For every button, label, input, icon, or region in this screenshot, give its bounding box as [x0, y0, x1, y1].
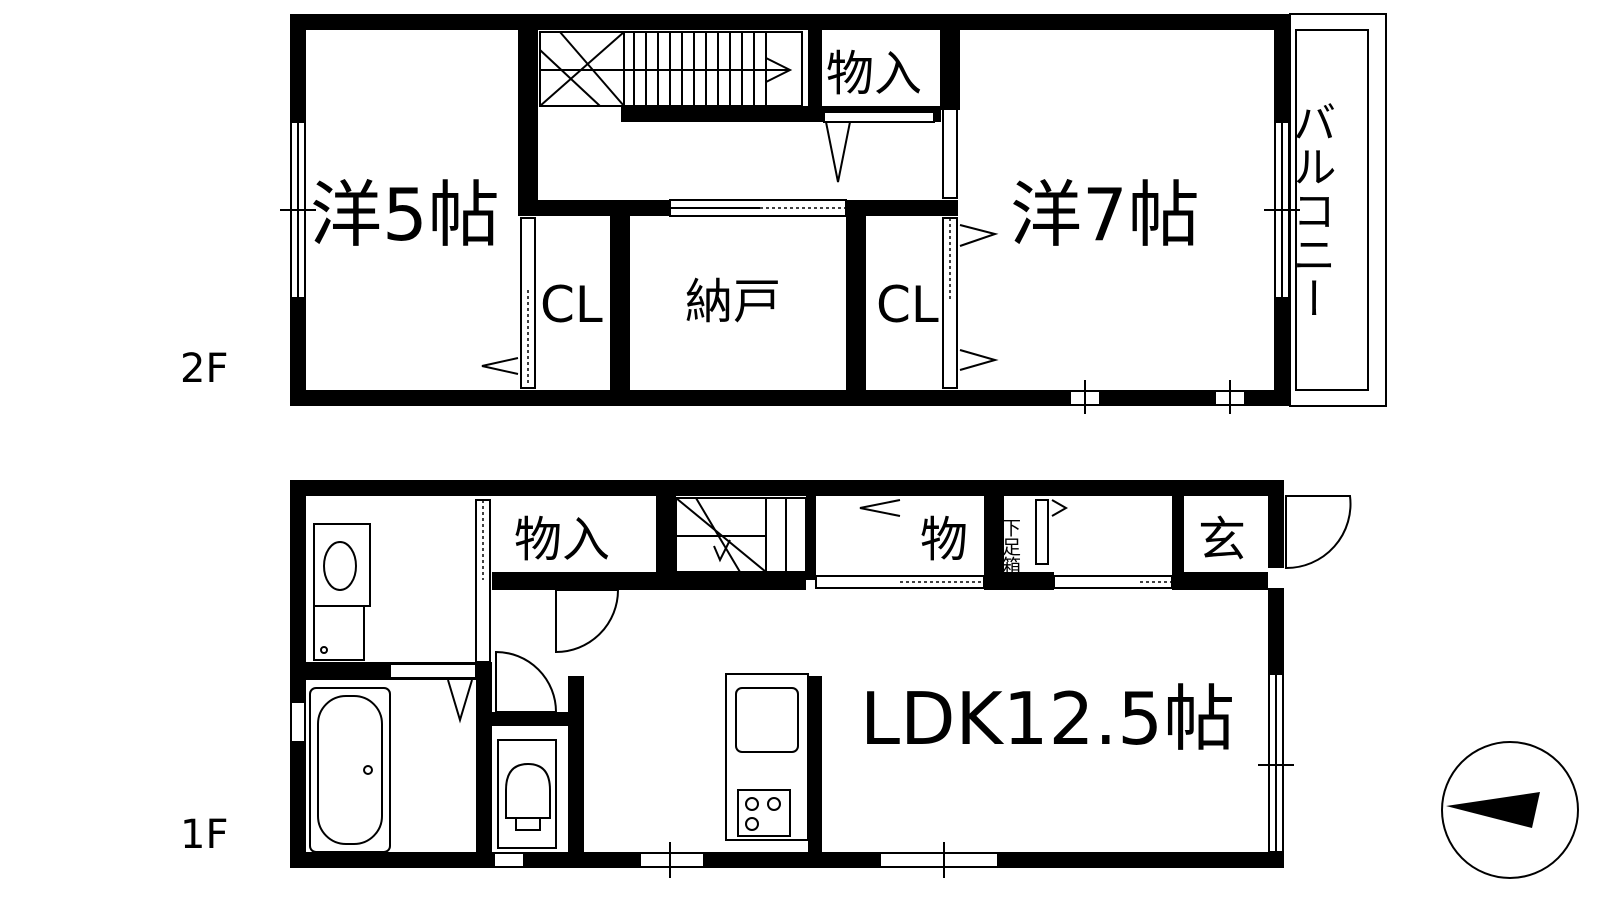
wall [808, 676, 822, 852]
wall [568, 676, 584, 852]
wall [1274, 14, 1290, 122]
wall [1184, 572, 1268, 590]
toilet [497, 739, 557, 849]
stairs-1f [675, 497, 807, 573]
room-label-storage-1f: 物入 [514, 512, 610, 568]
wall [492, 712, 568, 726]
north-arrow-icon [1441, 741, 1579, 879]
wall [676, 572, 806, 590]
room-label-ldk: LDK12.5帖 [860, 677, 1235, 761]
room-label-balcony: バルコニー [1285, 100, 1336, 320]
wall [290, 852, 1284, 868]
wall [1268, 588, 1284, 674]
wall [290, 14, 306, 122]
floor-1f: 物入 物 下足箱 玄 LDK12.5帖 1F [180, 480, 1579, 879]
wall [290, 480, 1284, 496]
room-label-western-7: 洋7帖 [1010, 173, 1200, 257]
room-label-closet-left: CL [540, 276, 603, 334]
wall [290, 298, 306, 406]
wall [290, 742, 306, 868]
entrance-door [1285, 495, 1352, 570]
balcony [1289, 13, 1387, 407]
stairs-2f [539, 31, 803, 107]
wall [290, 14, 1290, 30]
floor-label-2f: 2F [180, 346, 228, 392]
wall [290, 390, 1290, 406]
room-label-storage-small: 物 [920, 512, 968, 568]
door-swing [555, 589, 620, 654]
room-label-storage-2f: 物入 [826, 46, 922, 102]
room-label-storeroom: 納戸 [685, 274, 781, 330]
wash-basin [313, 523, 371, 607]
floor-label-1f: 1F [180, 812, 228, 858]
wall [492, 572, 656, 590]
wall [656, 496, 676, 590]
wall [1004, 572, 1054, 590]
room-label-western-5: 洋5帖 [310, 173, 500, 257]
wall [808, 30, 822, 120]
wall [290, 480, 306, 702]
kitchen-counter [725, 673, 809, 841]
wall [1172, 496, 1184, 590]
wall [1268, 480, 1284, 568]
room-label-entrance: 玄 [1198, 512, 1246, 568]
wall [846, 200, 866, 392]
room-label-closet-right: CL [876, 276, 939, 334]
wall [1274, 298, 1290, 406]
door-swing [495, 650, 558, 713]
wall [610, 216, 630, 392]
wall [476, 662, 492, 868]
wall [984, 496, 1004, 590]
floor-2f: 洋5帖 洋7帖 CL 納戸 CL 物入 バルコニー 2F [180, 13, 1387, 414]
washer [313, 605, 365, 661]
wall [806, 496, 816, 580]
room-label-shoe-box: 下足箱 [999, 518, 1021, 575]
bathtub [309, 687, 391, 853]
